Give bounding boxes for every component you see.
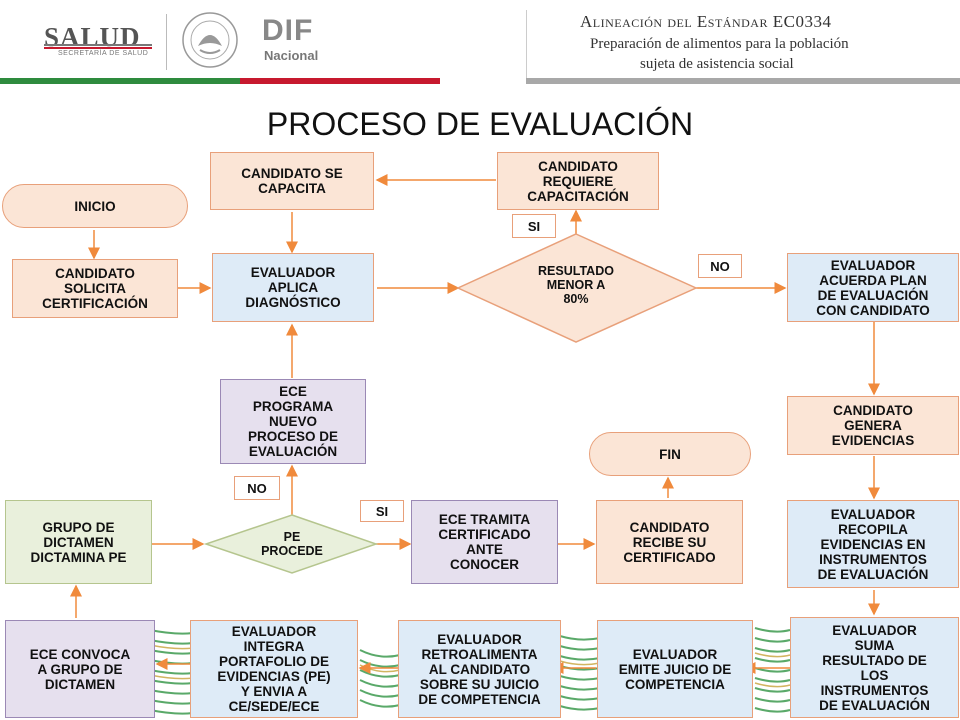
node-tramita-certificado: ECE TRAMITA CERTIFICADO ANTE CONOCER	[411, 500, 558, 584]
header-divider	[526, 10, 527, 80]
header-subtitle-1: Preparación de alimentos para la poblaci…	[590, 36, 849, 52]
dif-logo-text: DIF	[262, 14, 314, 47]
dif-logo-subtext: Nacional	[264, 48, 319, 63]
node-integra-portafolio: EVALUADOR INTEGRA PORTAFOLIO DE EVIDENCI…	[190, 620, 358, 718]
node-aplica-diagnostico: EVALUADOR APLICA DIAGNÓSTICO	[212, 253, 374, 322]
node-recibe-certificado: CANDIDATO RECIBE SU CERTIFICADO	[596, 500, 743, 584]
label-si-capacitacion: SI	[512, 214, 556, 238]
decision-procede-text: PE PROCEDE	[261, 530, 323, 558]
label-no-resultado: NO	[698, 254, 742, 278]
node-genera-evidencias: CANDIDATO GENERA EVIDENCIAS	[787, 396, 959, 455]
node-programa-nuevo-proceso: ECE PROGRAMA NUEVO PROCESO DE EVALUACIÓN	[220, 379, 366, 464]
node-recopila-evidencias: EVALUADOR RECOPILA EVIDENCIAS EN INSTRUM…	[787, 500, 959, 588]
label-no-procede: NO	[234, 476, 280, 500]
node-emite-juicio: EVALUADOR EMITE JUICIO DE COMPETENCIA	[597, 620, 753, 718]
node-retroalimenta: EVALUADOR RETROALIMENTA AL CANDIDATO SOB…	[398, 620, 561, 718]
salud-logo-rule	[44, 44, 152, 46]
node-suma-resultado: EVALUADOR SUMA RESULTADO DE LOS INSTRUME…	[790, 617, 959, 718]
node-requiere-capacitacion: CANDIDATO REQUIERE CAPACITACIÓN	[497, 152, 659, 210]
decision-resultado	[456, 233, 698, 343]
page-title: PROCESO DE EVALUACIÓN	[266, 106, 694, 142]
node-acuerda-plan: EVALUADOR ACUERDA PLAN DE EVALUACIÓN CON…	[787, 253, 959, 322]
node-candidato-capacita: CANDIDATO SE CAPACITA	[210, 152, 374, 210]
salud-logo-rule-red	[44, 47, 152, 49]
header-bar-gray	[526, 78, 960, 84]
header-bar-red	[240, 78, 440, 84]
header-bar-green	[0, 78, 240, 84]
node-solicita-certificacion: CANDIDATO SOLICITA CERTIFICACIÓN	[12, 259, 178, 318]
label-si-procede: SI	[360, 500, 404, 522]
node-grupo-dictamen: GRUPO DE DICTAMEN DICTAMINA PE	[5, 500, 152, 584]
node-inicio: INICIO	[2, 184, 188, 228]
mexico-seal-icon	[182, 12, 238, 68]
header-title: Alineación del Estándar EC0334	[580, 12, 832, 31]
salud-logo-subtext: SECRETARÍA DE SALUD	[58, 50, 149, 57]
node-fin: FIN	[589, 432, 751, 476]
decision-resultado-text: RESULTADO MENOR A 80%	[538, 264, 614, 306]
header-subtitle-2: sujeta de asistencia social	[640, 56, 794, 72]
logo-divider	[166, 14, 167, 70]
node-convoca-grupo: ECE CONVOCA A GRUPO DE DICTAMEN	[5, 620, 155, 718]
decision-procede	[203, 514, 379, 574]
